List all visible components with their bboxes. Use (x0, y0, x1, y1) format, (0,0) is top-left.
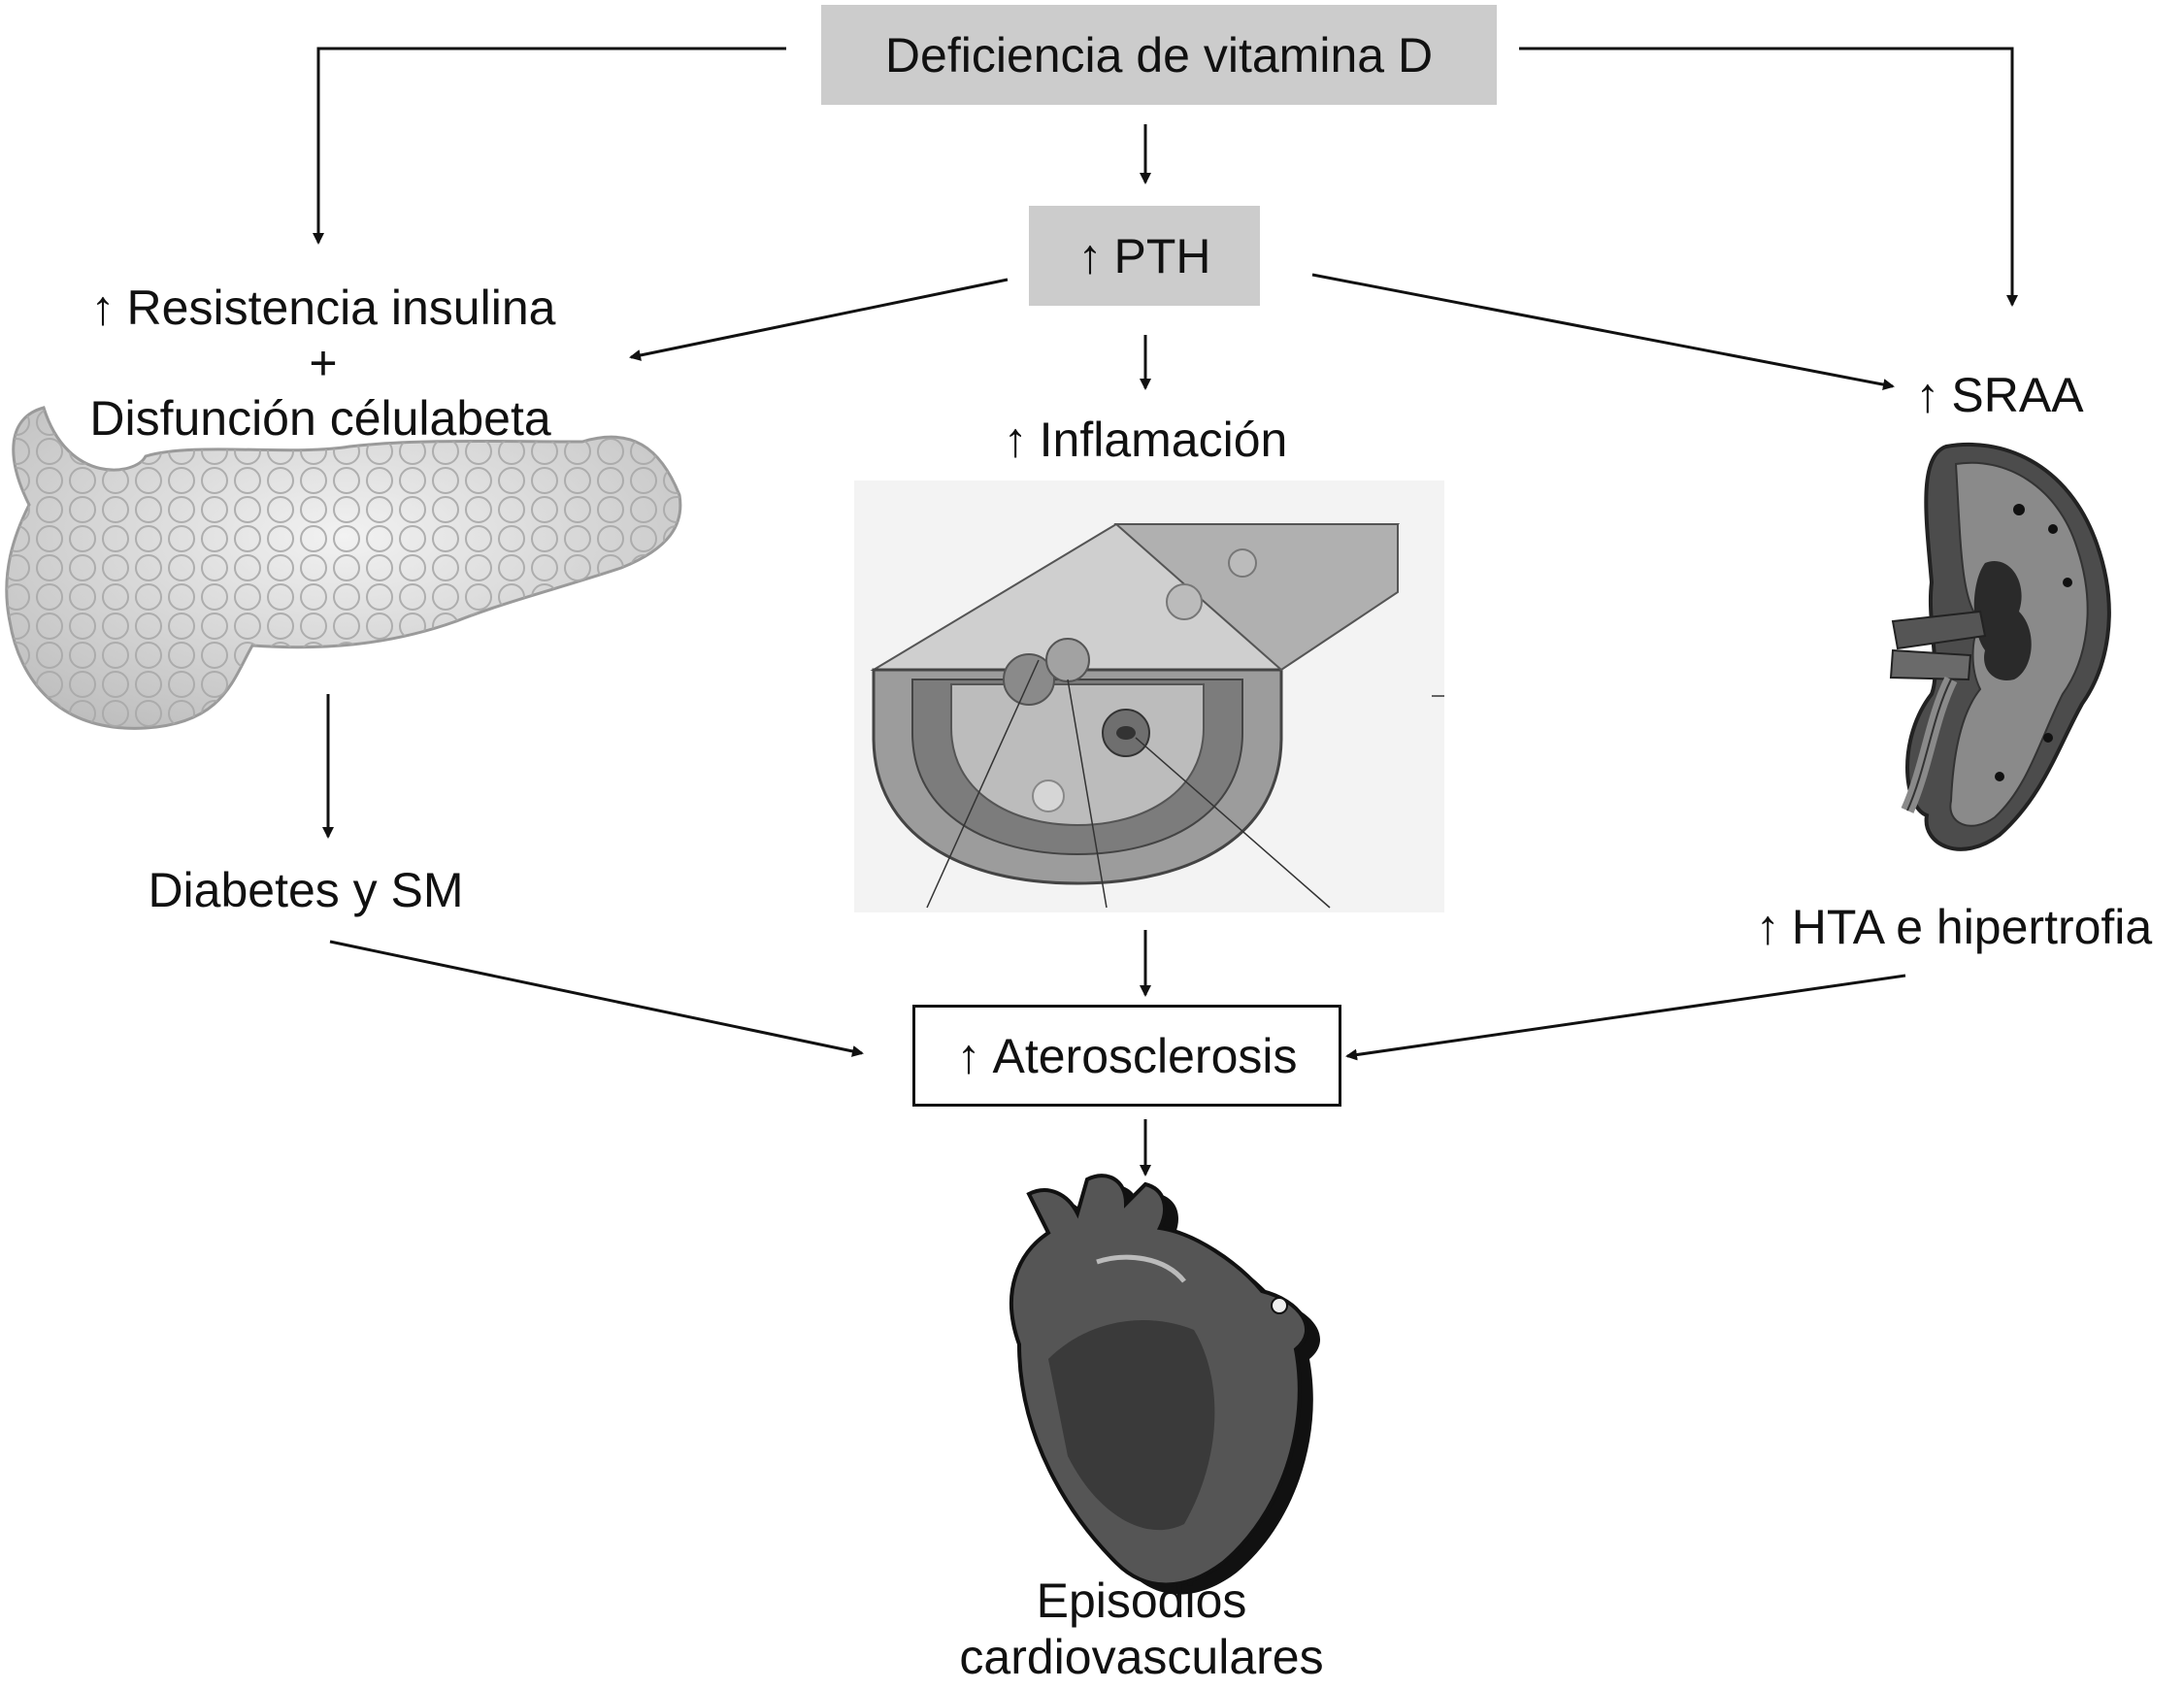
increase-arrow-icon: ↑ (1003, 413, 1028, 467)
kidney-icon (1889, 442, 2111, 851)
increase-arrow-icon: ↑ (1077, 228, 1103, 283)
arrow-hta-to-athero (1345, 974, 1906, 1061)
node-vitamin-d-label: Deficiencia de vitamina D (884, 27, 1434, 83)
increase-arrow-icon: ↑ (1755, 900, 1780, 954)
arrow-diabetes-to-athero (329, 940, 864, 1057)
pancreas-icon (5, 406, 682, 730)
inflammation-label: Inflamación (1039, 413, 1288, 467)
artery-cross-section-icon (854, 480, 1444, 912)
increase-arrow-icon: ↑ (90, 281, 116, 335)
increase-arrow-icon: ↑ (956, 1028, 981, 1083)
arrow-pth-to-resistance (629, 278, 1009, 361)
resistance-plus: + (309, 336, 338, 390)
node-hypertension: ↑HTA e hipertrofia (1756, 899, 2152, 955)
atherosclerosis-label: Aterosclerosis (992, 1028, 1298, 1083)
node-pth: ↑PTH (1029, 206, 1260, 306)
node-atherosclerosis: ↑Aterosclerosis (912, 1005, 1341, 1107)
node-cv-events-line1: Episodios (1036, 1574, 1247, 1628)
node-diabetes: Diabetes y SM (148, 863, 464, 917)
node-sraa: ↑SRAA (1915, 367, 2083, 423)
arrow-vitd-to-resistance (313, 47, 786, 245)
node-cv-events-line2: cardiovasculares (959, 1630, 1324, 1684)
arrow-pth-to-sraa (1311, 273, 1895, 391)
node-pth-label: PTH (1113, 228, 1211, 283)
resistance-line1: Resistencia insulina (126, 281, 556, 335)
increase-arrow-icon: ↑ (1915, 368, 1940, 422)
heart-icon (1009, 1174, 1321, 1595)
node-vitamin-d-deficiency: Deficiencia de vitamina D (821, 5, 1497, 105)
node-insulin-resistance: ↑Resistencia insulina (91, 280, 556, 336)
hta-label: HTA e hipertrofia (1791, 900, 2153, 954)
resistance-line2: Disfunción célulabeta (89, 391, 551, 446)
node-inflammation: ↑Inflamación (1004, 412, 1288, 468)
arrow-vitd-to-sraa (1519, 47, 2018, 307)
sraa-label: SRAA (1951, 368, 2084, 422)
